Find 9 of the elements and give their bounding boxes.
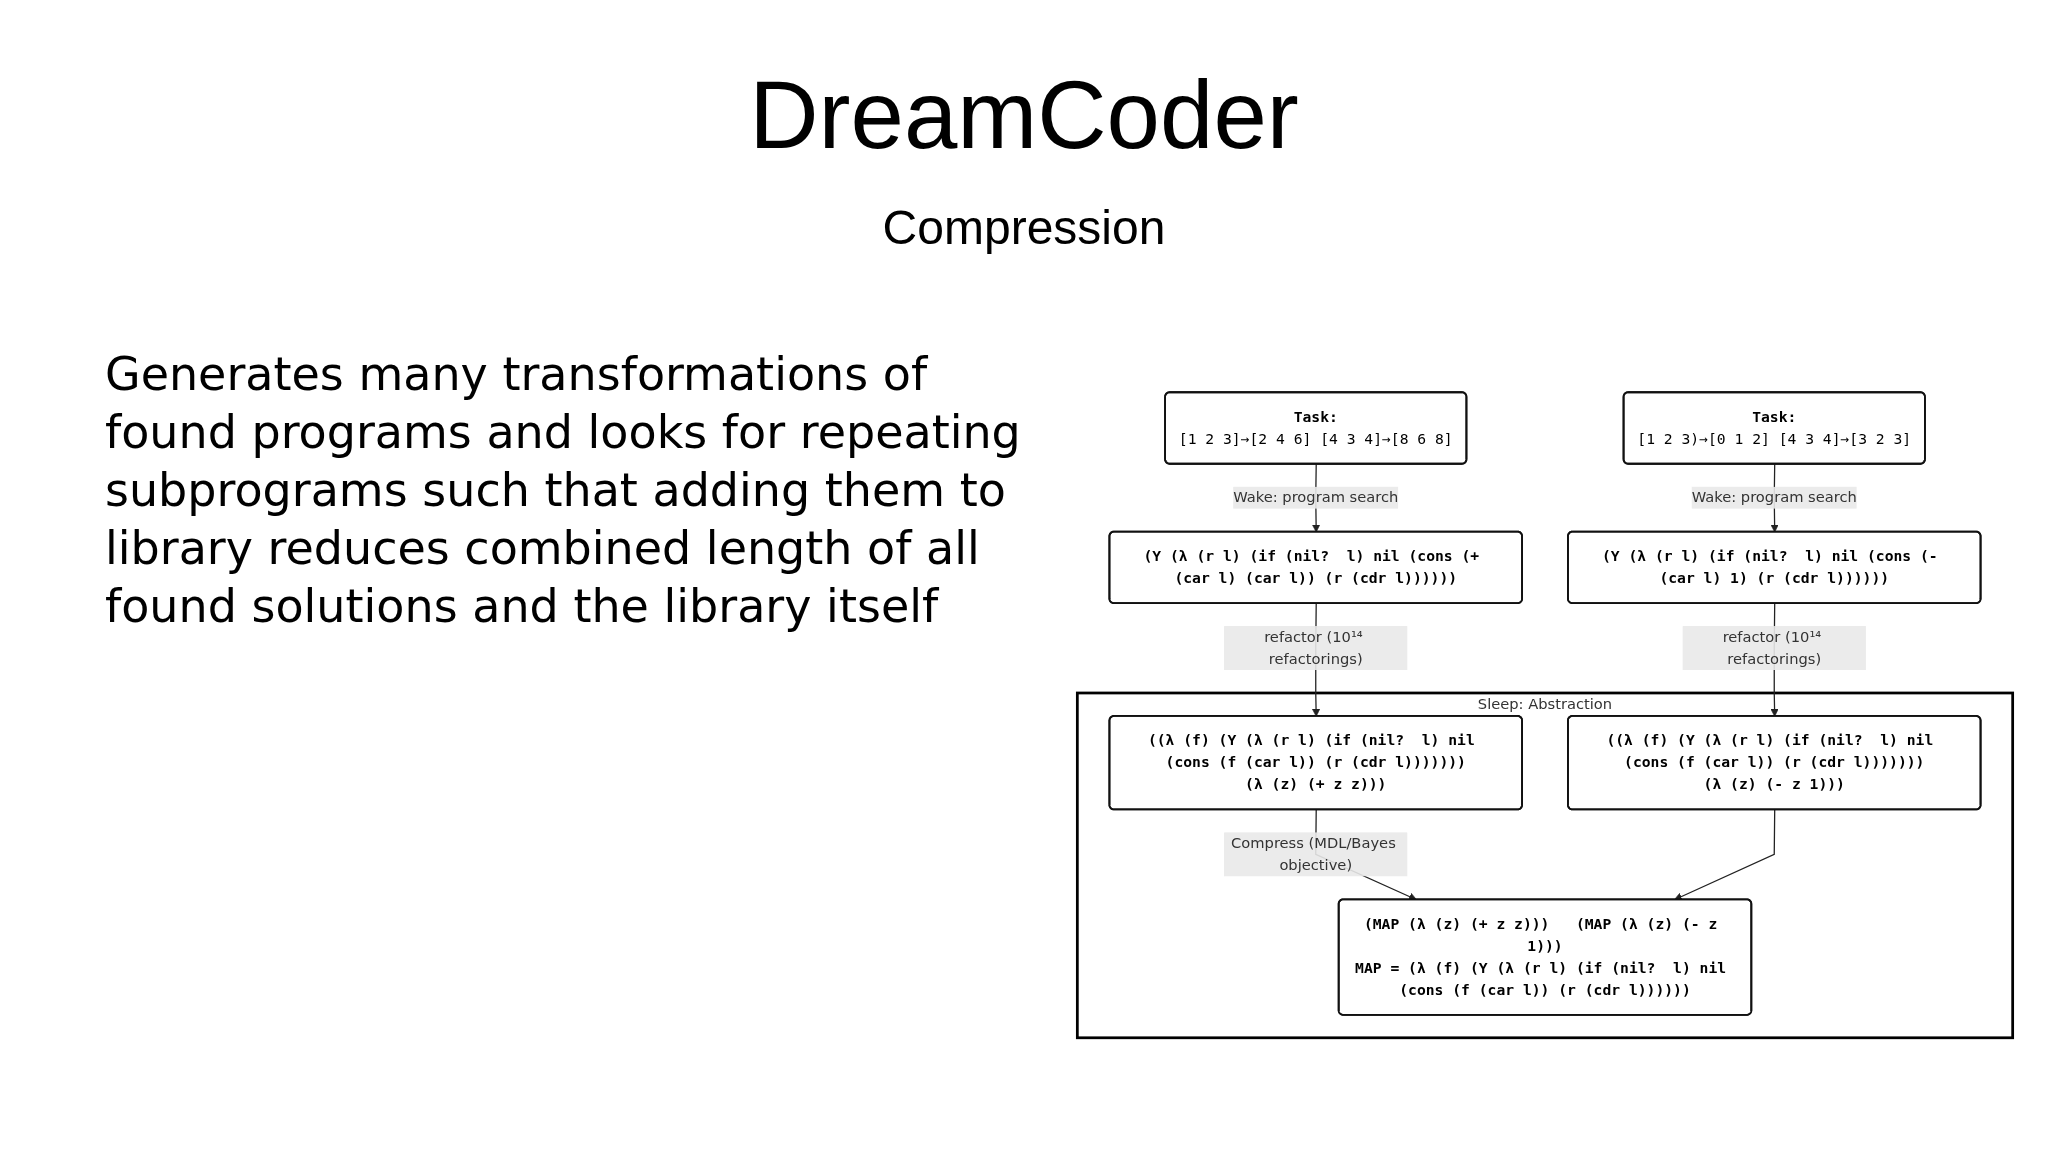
title: DreamCoder <box>748 60 1300 170</box>
edge-label: Wake: program search <box>1691 488 1857 506</box>
edge-label: Wake: program search <box>1233 488 1399 506</box>
edge-label: refactor (10¹⁴ refactorings) <box>1264 627 1363 668</box>
edge-label: refactor (10¹⁴ refactorings) <box>1722 627 1822 668</box>
subtitle: Compression <box>881 200 1167 255</box>
description-paragraph: Generates many transformations of found programs and looks for repeating subprograms such that adding them to library reduces combined length of all found solutions and the library itself <box>105 346 1022 635</box>
arrow <box>1674 809 1776 901</box>
edge-label: Compress (MDL/Bayes objective) <box>1231 834 1396 874</box>
